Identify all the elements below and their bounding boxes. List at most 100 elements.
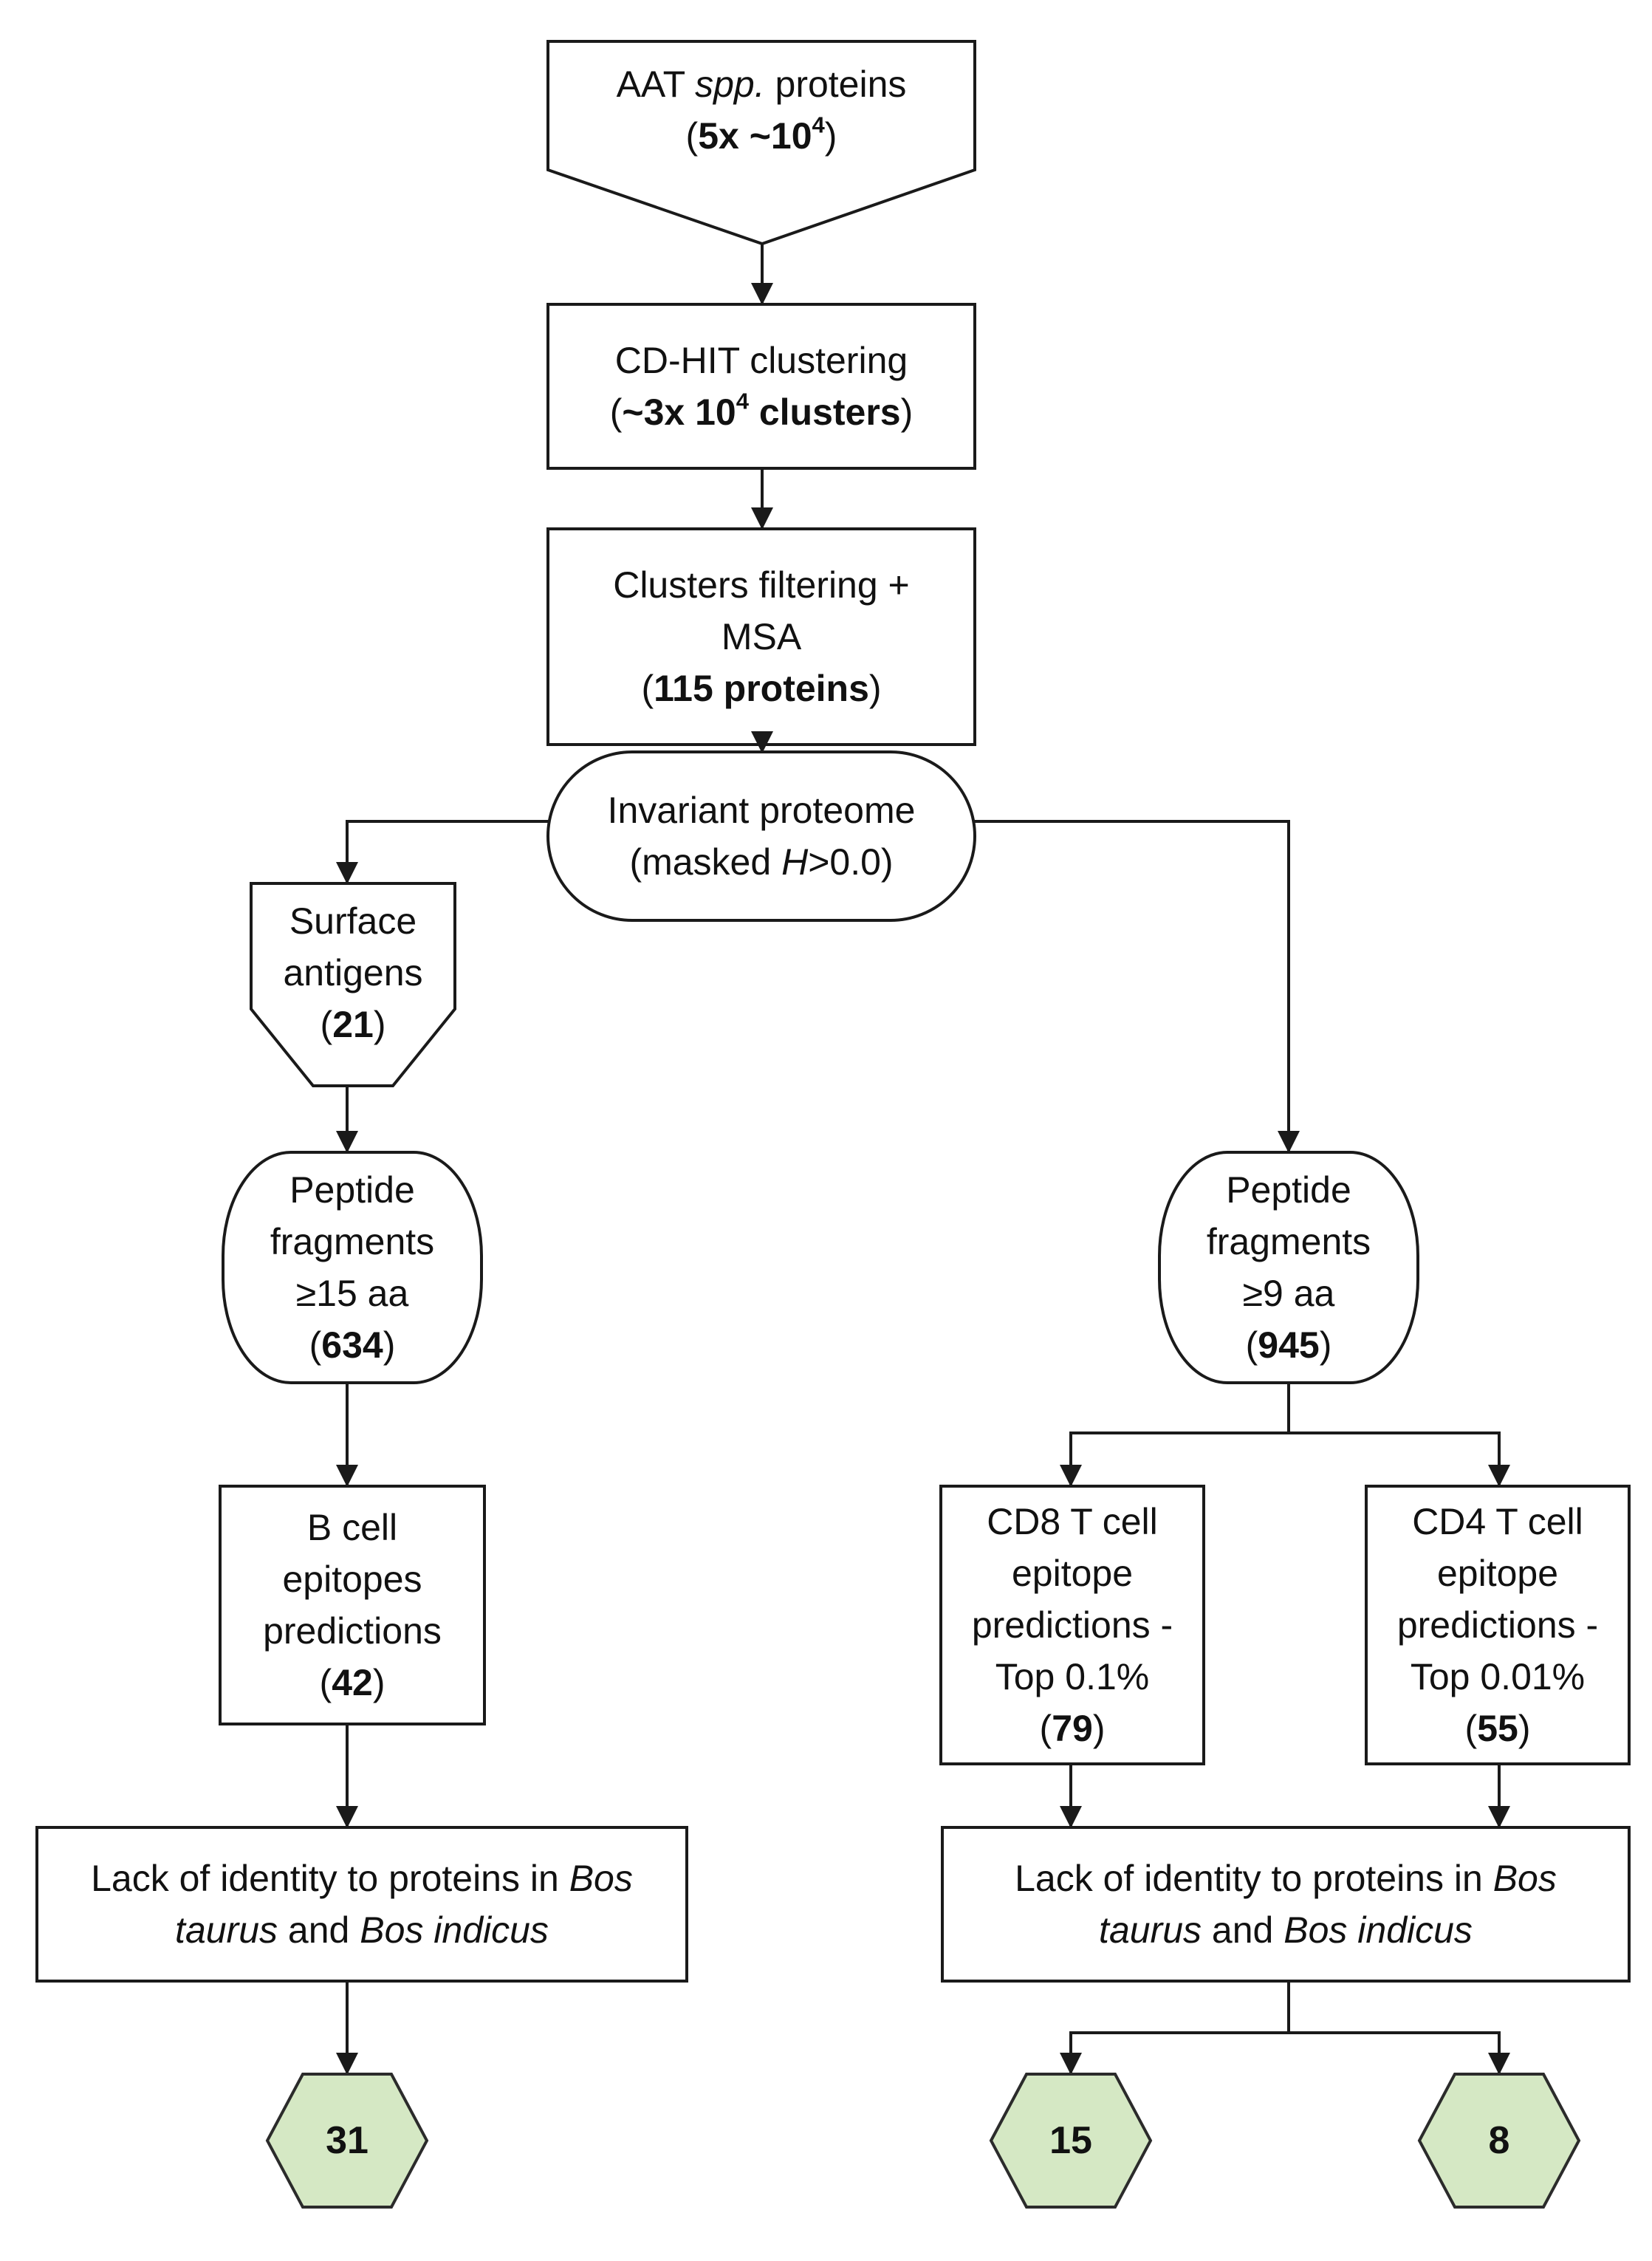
identity-left-line2-italic1: taurus [175, 1909, 278, 1951]
cd4-line2: epitope [1436, 1553, 1559, 1594]
result-cd8-hexagon [989, 2073, 1153, 2209]
identity-right-node: Lack of identity to proteins in Bos taur… [942, 1827, 1629, 1981]
cd4-line3: predictions - [1396, 1604, 1599, 1646]
cd4-line4: Top 0.01% [1410, 1656, 1586, 1697]
aat-name-italic: spp. [695, 64, 765, 105]
identity-right-line2-mid: and [1202, 1909, 1284, 1951]
result-cd4-hexagon [1417, 2073, 1581, 2209]
edge-split-result-cd4 [1289, 2031, 1510, 2075]
aat-count-close: ) [824, 115, 837, 157]
filtering-node: Clusters filtering + MSA (115 proteins) [548, 529, 975, 745]
cdhit-count-unit: clusters [748, 391, 901, 433]
aat-name-pre: AAT [616, 64, 696, 105]
identity-right-node-shape [941, 1826, 1631, 1983]
invariant-line1: Invariant proteome [607, 790, 916, 831]
peptide-b-node: Peptide fragments ≥15 aa (634) [223, 1152, 481, 1383]
cd8-count-open: ( [1039, 1708, 1052, 1749]
aat-node-shape [546, 40, 976, 246]
peptide-b-line2: fragments [270, 1221, 435, 1262]
cd8-line2: epitope [1011, 1553, 1134, 1594]
peptide-b-count: 634 [321, 1324, 383, 1366]
cd4-node-shape [1365, 1485, 1631, 1765]
surface-node-shape [250, 882, 456, 1087]
cdhit-count-base: ~3x 10 [622, 391, 736, 433]
cdhit-count-exp: 4 [736, 388, 749, 414]
surface-count-open: ( [320, 1004, 333, 1045]
invariant-line2-post: >0.0) [808, 841, 894, 883]
edge-split-cd4 [1289, 1431, 1510, 1487]
result-cd8-value: 15 [1049, 2119, 1092, 2162]
peptide-t-count-open: ( [1245, 1324, 1258, 1366]
peptide-t-count-close: ) [1319, 1324, 1332, 1366]
bcell-line2: epitopes [282, 1559, 422, 1600]
cd4-count: 55 [1477, 1708, 1518, 1749]
identity-right-line2-italic1: taurus [1099, 1909, 1202, 1951]
peptide-t-line1: Peptide [1226, 1169, 1351, 1211]
filtering-count-close: ) [868, 668, 882, 709]
aat-count-base: 5x ~10 [698, 115, 812, 157]
cd8-count: 79 [1052, 1708, 1093, 1749]
result-cd4-value: 8 [1488, 2119, 1510, 2162]
cdhit-node: CD-HIT clustering (~3x 104 clusters) [548, 304, 975, 468]
cd8-line3: predictions - [971, 1604, 1173, 1646]
aat-count-exp: 4 [812, 112, 825, 138]
bcell-line1: B cell [306, 1507, 398, 1548]
surface-line1: Surface [289, 900, 417, 942]
bcell-count-open: ( [319, 1662, 332, 1703]
aat-count-open: ( [685, 115, 699, 157]
identity-left-line2-italic2: Bos indicus [360, 1909, 549, 1951]
bcell-node-shape [219, 1485, 486, 1725]
cd4-count-close: ) [1518, 1708, 1531, 1749]
identity-right-line1-italic: Bos [1492, 1858, 1557, 1899]
cd8-line4: Top 0.1% [995, 1656, 1150, 1697]
result-b-cell-hexagon [265, 2073, 429, 2209]
peptide-b-line3: ≥15 aa [295, 1273, 409, 1314]
cdhit-node-shape [546, 303, 976, 470]
identity-left-line1-pre: Lack of identity to proteins in [91, 1858, 569, 1899]
filtering-line2: MSA [721, 616, 802, 657]
edge-split-cd8 [1060, 1431, 1289, 1487]
cdhit-count-open: ( [609, 391, 623, 433]
peptide-t-line3: ≥9 aa [1242, 1273, 1335, 1314]
peptide-t-node: Peptide fragments ≥9 aa (945) [1159, 1152, 1418, 1383]
peptide-b-line1: Peptide [289, 1169, 415, 1211]
peptide-b-count-close: ) [383, 1324, 396, 1366]
invariant-line2-pre: (masked [629, 841, 782, 883]
surface-node: Surface antigens (21) [251, 885, 455, 1061]
cd8-node-shape [939, 1485, 1205, 1765]
cd8-node: CD8 T cell epitope predictions - Top 0.1… [941, 1486, 1204, 1764]
identity-left-line2-mid: and [278, 1909, 360, 1951]
cd8-line1: CD8 T cell [987, 1501, 1158, 1542]
peptide-t-line2: fragments [1206, 1221, 1371, 1262]
invariant-node: Invariant proteome (masked H>0.0) [548, 752, 975, 920]
identity-left-node-shape [35, 1826, 688, 1983]
edge-invariant-surface [336, 820, 548, 884]
surface-count: 21 [332, 1004, 374, 1045]
identity-left-line1-italic: Bos [569, 1858, 633, 1899]
cd4-line1: CD4 T cell [1412, 1501, 1583, 1542]
edge-invariant-peptide-t [975, 820, 1300, 1153]
cd8-count-close: ) [1092, 1708, 1106, 1749]
peptide-b-count-open: ( [309, 1324, 322, 1366]
bcell-count-close: ) [372, 1662, 385, 1703]
invariant-line2-italic: H [781, 841, 809, 883]
filtering-count-open: ( [641, 668, 654, 709]
aat-name-post: proteins [764, 64, 907, 105]
surface-count-close: ) [373, 1004, 386, 1045]
cd4-count-open: ( [1464, 1708, 1478, 1749]
filtering-count: 115 proteins [654, 668, 869, 709]
bcell-count: 42 [332, 1662, 373, 1703]
bcell-node: B cell epitopes predictions (42) [220, 1486, 484, 1724]
cdhit-line1: CD-HIT clustering [614, 340, 908, 381]
identity-right-line1-pre: Lack of identity to proteins in [1015, 1858, 1493, 1899]
result-b-cell-value: 31 [326, 2119, 369, 2162]
filtering-line1: Clusters filtering + [613, 564, 910, 606]
surface-line2: antigens [283, 952, 423, 993]
cd4-node: CD4 T cell epitope predictions - Top 0.0… [1366, 1486, 1629, 1764]
identity-left-node: Lack of identity to proteins in Bos taur… [37, 1827, 687, 1981]
peptide-t-count: 945 [1258, 1324, 1320, 1366]
cdhit-count-close: ) [900, 391, 914, 433]
bcell-line3: predictions [263, 1610, 442, 1652]
